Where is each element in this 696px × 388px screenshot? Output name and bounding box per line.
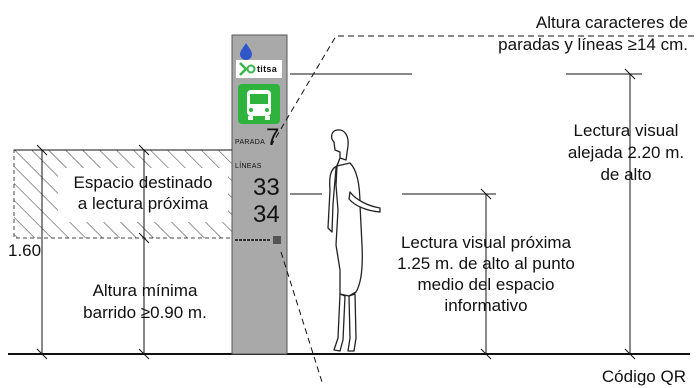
stop-label: PARADA xyxy=(235,139,266,146)
char-height-leader xyxy=(271,35,694,145)
qr-code-icon xyxy=(273,236,281,244)
bus-icon xyxy=(247,90,271,120)
titsa-circle-icon xyxy=(246,64,256,74)
near-reading-label: Lectura visual próxima 1.25 m. de alto a… xyxy=(397,233,575,315)
line-number-2: 34 xyxy=(253,201,280,228)
titsa-logo-box xyxy=(236,60,282,78)
lines-label: LÍNEAS xyxy=(235,163,262,170)
stop-number: 7 xyxy=(266,124,280,151)
qr-code-label: Código QR xyxy=(601,367,686,386)
titsa-arrow-icon xyxy=(239,62,248,76)
qr-leader xyxy=(280,251,323,383)
char-height-label: Altura caracteres de paradas y líneas ≥1… xyxy=(498,13,688,54)
titsa-logo-text: titsa xyxy=(257,64,278,74)
near-zone-label-backdrop xyxy=(58,168,228,222)
height-160-label: 1.60 xyxy=(8,241,42,260)
drop-icon xyxy=(240,43,252,60)
line-number-1: 33 xyxy=(253,174,280,201)
min-height-label: Altura mínima barrido ≥0.90 m. xyxy=(83,281,207,322)
woman-silhouette xyxy=(327,129,381,352)
near-space-label: Espacio destinado a lectura próxima xyxy=(73,173,213,213)
far-reading-label: Lectura visual alejada 2.20 m. de alto xyxy=(567,121,685,184)
